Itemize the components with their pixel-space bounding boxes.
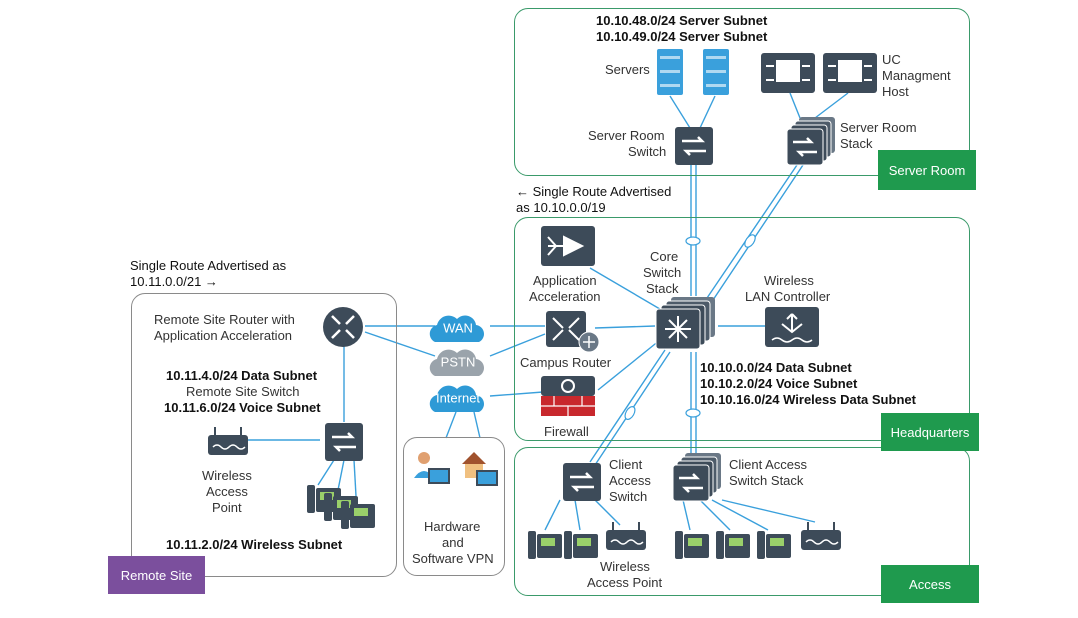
uc-host-label-1: UC (882, 52, 901, 67)
campus-router-icon (545, 310, 601, 354)
core-label-2: Switch (643, 265, 682, 280)
uc-host-icon (760, 52, 816, 94)
access-ap-label-1: Wireless (600, 559, 650, 574)
client-access-switch-icon (562, 462, 602, 502)
remote-site-zone (131, 293, 397, 577)
access-tag: Access (881, 565, 979, 603)
headquarters-tag: Headquarters (881, 413, 979, 451)
server-icon (702, 48, 730, 96)
vpn-zone (403, 437, 505, 576)
vpn-label-2: and (442, 535, 464, 550)
server-room-tag: Server Room (878, 150, 976, 190)
core-label-1: Core (650, 249, 679, 264)
app-accel-label-1: Application (533, 273, 597, 288)
ip-phone-icon (527, 530, 563, 560)
vpn-label-1: Hardware (424, 519, 481, 534)
hq-data-subnet: 10.10.0.0/24 Data Subnet (700, 360, 852, 375)
client-access-stack-label-2: Switch Stack (729, 473, 804, 488)
ip-phone-icon (674, 530, 710, 560)
remote-route-label-2: 10.11.0.0/21 → (130, 274, 218, 289)
remote-ap-label-1: Wireless (202, 468, 252, 483)
access-ap-label-2: Access Point (587, 575, 663, 590)
headquarters-zone (514, 217, 970, 441)
server-room-zone (514, 8, 970, 176)
cloud-icon (429, 385, 484, 412)
remote-data-subnet: 10.11.4.0/24 Data Subnet (166, 368, 318, 383)
remote-access-point-icon (207, 425, 249, 457)
core-switch-stack-icon (655, 296, 717, 352)
campus-router-label: Campus Router (520, 355, 612, 370)
ip-phone-icon (340, 500, 376, 530)
internet-label: Internet (435, 390, 481, 406)
internet-cloud: Internet (425, 382, 491, 414)
wlc-label-2: LAN Controller (745, 289, 831, 304)
remote-site-switch-icon (324, 422, 364, 462)
access-point-icon (800, 520, 842, 552)
core-label-3: Stack (646, 281, 679, 296)
hq-wireless-subnet: 10.10.16.0/24 Wireless Data Subnet (700, 392, 916, 407)
server-icon (656, 48, 684, 96)
client-access-switch-label-2: Access (609, 473, 651, 488)
server-subnet-49: 10.10.49.0/24 Server Subnet (596, 29, 768, 44)
remote-ap-label-2: Access (206, 484, 248, 499)
client-access-stack-label-1: Client Access (729, 457, 808, 472)
pstn-label: PSTN (440, 354, 476, 370)
server-room-stack-icon (786, 116, 836, 166)
cloud-icon (429, 349, 484, 376)
remote-router-label-1: Remote Site Router with (154, 312, 295, 327)
wlc-label-1: Wireless (764, 273, 814, 288)
app-accel-label-2: Acceleration (529, 289, 601, 304)
hq-route-label-1: ← Single Route Advertised (516, 184, 672, 199)
remote-site-router-icon (322, 306, 364, 348)
servers-label: Servers (605, 62, 650, 77)
access-zone (514, 447, 970, 596)
remote-wireless-subnet: 10.11.2.0/24 Wireless Subnet (166, 537, 343, 552)
wan-cloud: WAN (425, 312, 491, 344)
ip-phone-icon (756, 530, 792, 560)
uc-host-icon (822, 52, 878, 94)
pstn-cloud: PSTN (425, 346, 491, 378)
remote-ap-label-3: Point (212, 500, 242, 515)
cloud-icon (429, 315, 484, 342)
client-access-switch-label-3: Switch (609, 489, 648, 504)
uc-host-label-2: Managment (882, 68, 951, 83)
hq-route-label-2: as 10.10.0.0/19 (516, 200, 606, 215)
hq-voice-subnet: 10.10.2.0/24 Voice Subnet (700, 376, 858, 391)
vpn-label-3: Software VPN (412, 551, 494, 566)
server-room-stack-label-1: Server Room (840, 120, 917, 135)
firewall-label: Firewall (544, 424, 589, 439)
ip-phone-icon (563, 530, 599, 560)
ip-phone-icon (715, 530, 751, 560)
remote-voice-subnet: 10.11.6.0/24 Voice Subnet (164, 400, 321, 415)
remote-switch-label: Remote Site Switch (186, 384, 300, 399)
firewall-icon (540, 375, 596, 417)
uc-host-label-3: Host (882, 84, 909, 99)
remote-route-label-1: Single Route Advertised as (130, 258, 287, 273)
server-room-switch-icon (674, 126, 714, 166)
server-room-stack-label-2: Stack (840, 136, 873, 151)
vpn-home-icon (460, 448, 500, 490)
wireless-lan-controller-icon (764, 306, 820, 348)
client-access-stack-icon (672, 452, 722, 502)
wan-label: WAN (443, 320, 473, 336)
remote-site-tag: Remote Site (108, 556, 205, 594)
application-acceleration-icon (540, 225, 596, 267)
vpn-user-icon (412, 450, 452, 490)
server-room-switch-label-2: Switch (628, 144, 667, 159)
client-access-switch-label-1: Client (609, 457, 643, 472)
remote-router-label-2: Application Acceleration (154, 328, 293, 343)
server-subnet-48: 10.10.48.0/24 Server Subnet (596, 13, 768, 28)
server-room-switch-label-1: Server Room (588, 128, 665, 143)
access-point-icon (605, 520, 647, 552)
